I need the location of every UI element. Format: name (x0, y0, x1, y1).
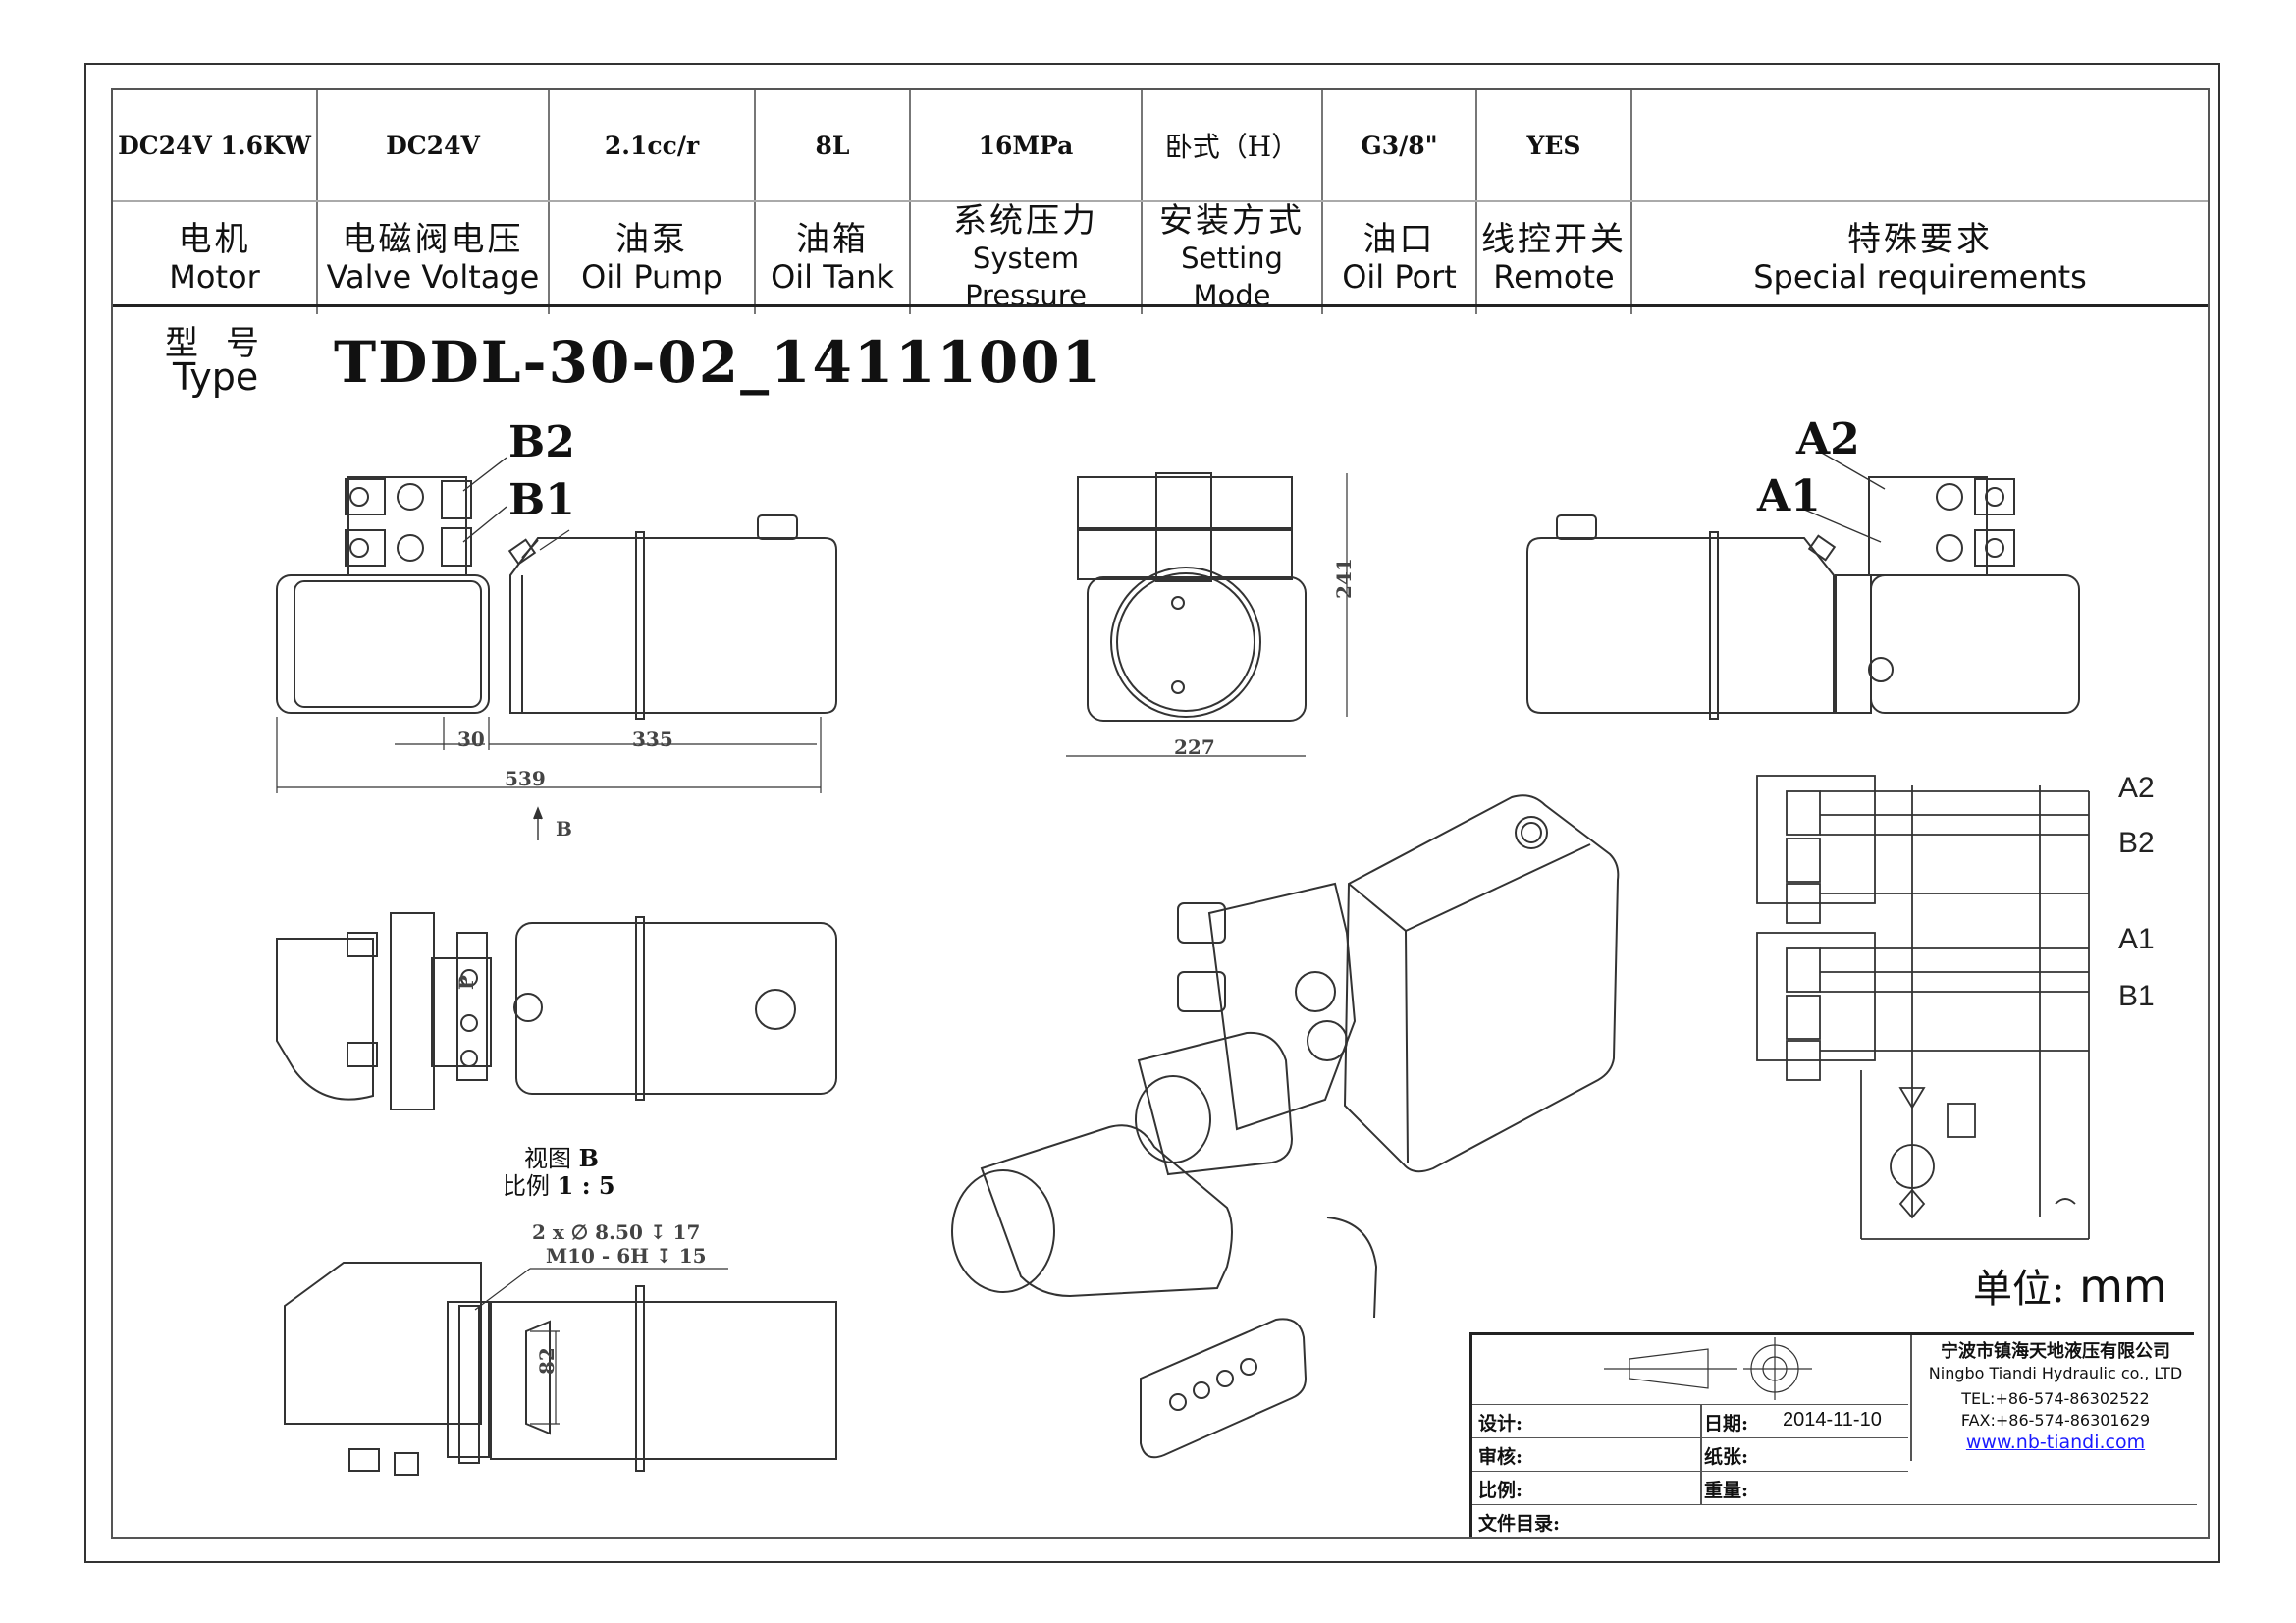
valve-voltage-value: DC24V (317, 90, 550, 202)
dim-335: 335 (632, 728, 673, 751)
unit-label: 单位: mm (1973, 1260, 2167, 1313)
title-block-divider (1700, 1404, 1702, 1504)
view-b-caption: 视图 B (524, 1144, 599, 1172)
drawing-outer-frame (84, 63, 2220, 1563)
schematic-b1-label: B1 (2118, 980, 2155, 1012)
title-block-row-review: 审核: 纸张: (1472, 1437, 1908, 1472)
side-view (1066, 472, 1348, 757)
bottom-view (284, 1262, 837, 1476)
motor-value: DC24V 1.6KW (113, 90, 318, 202)
dim-241: 241 (1332, 558, 1356, 599)
oil-port-value: G3/8" (1322, 90, 1477, 202)
system-pressure-value: 16MPa (910, 90, 1143, 202)
schematic-a2-label: A2 (2118, 772, 2155, 804)
dim-539: 539 (505, 767, 546, 790)
dim-30: 30 (457, 728, 485, 751)
remote-value: YES (1476, 90, 1632, 202)
title-block-row-file: 文件目录: (1472, 1504, 2197, 1539)
schematic-a1-label: A1 (2118, 923, 2155, 955)
spec-values-row: DC24V 1.6KW DC24V 2.1cc/r 8L 16MPa 卧式（H）… (113, 90, 2208, 202)
oil-tank-value: 8L (755, 90, 911, 202)
title-block-row-design: 设计: 日期: 2014-11-10 (1472, 1404, 1908, 1438)
special-requirements-value (1631, 90, 2208, 202)
view-arrow-b: B (556, 817, 572, 840)
oil-pump-value: 2.1cc/r (549, 90, 756, 202)
port-a1-label: A1 (1756, 471, 1821, 521)
spec-table: DC24V 1.6KW DC24V 2.1cc/r 8L 16MPa 卧式（H）… (113, 90, 2208, 314)
company-website-link[interactable]: www.nb-tiandi.com (1965, 1432, 2146, 1453)
company-info: 宁波市镇海天地液压有限公司 Ningbo Tiandi Hydraulic co… (1910, 1335, 2199, 1461)
model-number: TDDL-30-02_14111001 (334, 329, 1103, 396)
hydraulic-schematic (1756, 775, 2090, 1240)
projection-symbol (1604, 1337, 1812, 1400)
hole-note-1: 2 x ∅ 8.50 ↧ 17 (532, 1220, 700, 1244)
type-label-en: Type (173, 355, 259, 399)
dim-82: 82 (535, 1347, 559, 1375)
company-name-en: Ningbo Tiandi Hydraulic co., LTD (1928, 1364, 2183, 1382)
title-block-row-scale: 比例: 重量: (1472, 1471, 1908, 1505)
view-b-drawing (276, 912, 837, 1110)
drawing-inner-frame (111, 88, 2210, 1539)
company-fax: FAX:+86-574-86301629 (1960, 1411, 2151, 1430)
front-view (276, 457, 837, 840)
schematic-b2-label: B2 (2118, 827, 2155, 859)
type-label-cn: 型号 (165, 324, 287, 363)
table-divider (113, 304, 2208, 307)
port-b1-label: B1 (508, 475, 575, 525)
company-tel: TEL:+86-574-86302522 (1961, 1389, 2150, 1408)
port-a2-label: A2 (1795, 414, 1860, 464)
port-b2-label: B2 (508, 417, 575, 467)
company-name-cn: 宁波市镇海天地液压有限公司 (1941, 1341, 2170, 1362)
title-block: 设计: 日期: 2014-11-10 审核: 纸张: 比例: 重量: 文件目录:… (1469, 1332, 2197, 1539)
isometric-view (951, 794, 1620, 1459)
scale-caption: 比例 1 : 5 (503, 1171, 615, 1200)
dim-227: 227 (1174, 735, 1215, 759)
hole-note-2: M10 - 6H ↧ 15 (546, 1244, 707, 1268)
view-b-port-p: P (454, 975, 478, 990)
rear-view (1526, 451, 2080, 720)
setting-mode-value: 卧式（H） (1142, 90, 1323, 202)
